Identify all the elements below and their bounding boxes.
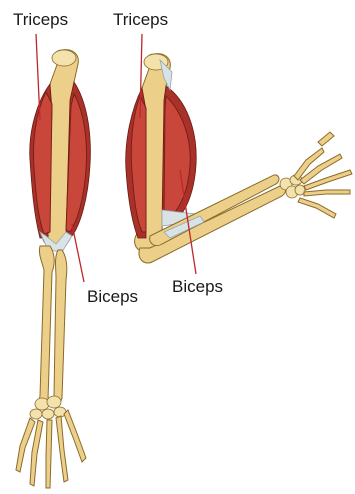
hand-bones-right xyxy=(294,132,352,218)
biceps-muscle-right xyxy=(162,86,196,224)
leader-left-biceps xyxy=(72,224,84,282)
label-triceps-right: Triceps xyxy=(113,10,168,29)
flexed-arm xyxy=(126,54,352,263)
hand-bones-left xyxy=(16,410,86,488)
triceps-muscle-right xyxy=(126,88,146,238)
extended-arm xyxy=(16,50,90,488)
wrist-bones-left xyxy=(30,396,66,419)
label-triceps-left: Triceps xyxy=(13,10,68,29)
label-biceps-left: Biceps xyxy=(87,287,138,306)
label-biceps-right: Biceps xyxy=(172,277,223,296)
forearm-bones-left xyxy=(39,246,66,403)
triceps-muscle-left xyxy=(30,84,52,238)
biceps-muscle-left xyxy=(66,82,90,236)
